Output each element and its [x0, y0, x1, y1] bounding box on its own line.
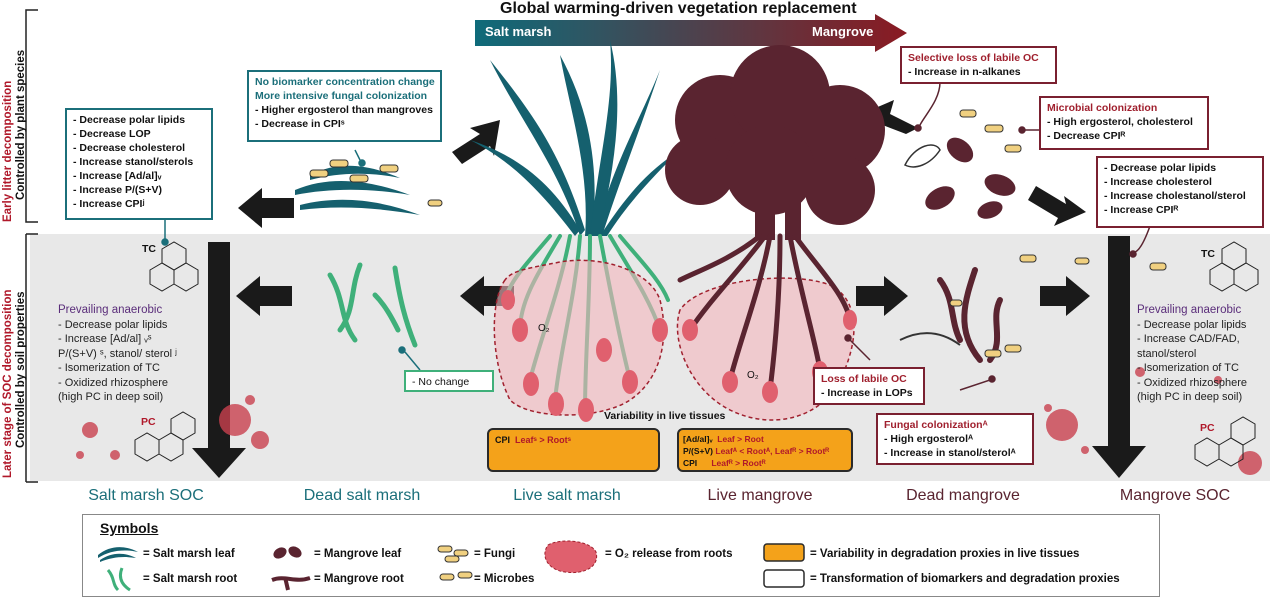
legend-o2-icon: [544, 540, 598, 574]
legend-sm-root-icon: [106, 567, 131, 592]
page-title: Global warming-driven vegetation replace…: [500, 0, 857, 17]
legend-label-o2: = O₂ release from roots: [605, 548, 733, 560]
down-arrow-right: [1092, 236, 1146, 478]
arrow-dead-leaf-left: [238, 188, 294, 228]
salt-marsh-plant: [470, 40, 680, 236]
column-label-dead-mg: Dead mangrove: [906, 487, 1020, 504]
mg-microbial-box: Microbial colonization - High ergosterol…: [1039, 96, 1209, 150]
mg-fungal-box: Fungal colonizationᴬ - High ergosterolᴬ …: [876, 413, 1034, 465]
legend-white-icon: [763, 569, 805, 588]
sm-dead-leaf-box: - Decrease polar lipids - Decrease LOP -…: [65, 108, 213, 220]
mg-selective-loss-box: Selective loss of labile OC - Increase i…: [900, 46, 1057, 84]
legend-mg-root-icon: [271, 576, 311, 591]
arrow-mg-dead-leaf-right: [1028, 186, 1086, 226]
column-label-dead-sm: Dead salt marsh: [303, 487, 421, 504]
pc-dots-left: [76, 395, 269, 460]
mangrove-roots: [677, 233, 853, 393]
side-bracket: [25, 9, 38, 483]
pc-molecule-left: [134, 411, 196, 462]
mg-leaf-litter: [925, 137, 1016, 219]
o2-label-left: O₂: [538, 323, 550, 334]
arrow-mg-dead-root-right: [1040, 276, 1090, 316]
o2-label-right: O₂: [747, 370, 759, 381]
replacement-arrow: [475, 14, 907, 52]
variability-sm-box: CPI Leafˢ > Rootˢ: [487, 428, 660, 472]
legend-microbe-icon: [439, 571, 473, 581]
mg-loss-labile-box: Loss of labile OC - Increase in LOPs: [813, 367, 925, 405]
legend-orange-icon: [763, 543, 805, 562]
arrow-sm-leaf-to-dead: [452, 120, 500, 164]
sm-leaf-litter: [295, 165, 420, 215]
legend-label-microbes: = Microbes: [474, 573, 535, 585]
sm-root-nochange-box: - No change: [404, 370, 494, 392]
symbols-title: Symbols: [100, 520, 159, 536]
variability-mg-box: [Ad/al]ᵥ Leaf > Root P/(S+V) Leafᴬ < Roo…: [677, 428, 853, 472]
legend-mg-leaf-icon: [273, 546, 302, 559]
legend-fungi-icon: [437, 545, 469, 563]
mg-leaf-outline: [903, 144, 941, 168]
microbes: [309, 109, 1167, 358]
down-arrow-left: [192, 242, 246, 478]
legend-label-mg-root: = Mangrove root: [314, 573, 404, 585]
mangrove-canopy: [665, 45, 885, 240]
sm-dead-roots: [327, 262, 418, 348]
column-label-mg-soc: Mangrove SOC: [1119, 487, 1231, 504]
arrow-label-mangrove: Mangrove: [812, 24, 874, 39]
pc-label-right: PC: [1200, 422, 1215, 434]
pc-dots-right: [1044, 367, 1262, 475]
tc-molecule-right: [1209, 241, 1259, 292]
soil-props-left: Prevailing anaerobic - Decrease polar li…: [58, 304, 177, 403]
legend-label-mg-leaf: = Mangrove leaf: [314, 548, 402, 560]
legend-label-orange: = Variability in degradation proxies in …: [810, 548, 1080, 560]
tc-label-left: TC: [142, 243, 156, 255]
pc-label-left: PC: [141, 416, 156, 428]
tc-label-right: TC: [1201, 248, 1215, 260]
mg-dead-leaf-box: - Decrease polar lipids - Increase chole…: [1096, 156, 1264, 228]
arrow-label-salt-marsh: Salt marsh: [485, 24, 552, 39]
arrow-mg-root-right: [856, 276, 908, 316]
variability-title: Variability in live tissues: [604, 410, 726, 422]
pc-molecule-right: [1194, 416, 1256, 467]
legend-label-sm-leaf: = Salt marsh leaf: [143, 548, 235, 560]
legend-label-white: = Transformation of biomarkers and degra…: [810, 573, 1120, 585]
arrow-dead-root-left: [236, 276, 292, 316]
column-label-sm-soc: Salt marsh SOC: [88, 487, 204, 504]
legend-label-sm-root: = Salt marsh root: [143, 573, 238, 585]
soil-props-right: Prevailing anaerobic - Decrease polar li…: [1137, 304, 1248, 403]
symbols-legend: [82, 514, 1160, 597]
legend-sm-leaf-icon: [98, 547, 138, 562]
column-label-live-sm: Live salt marsh: [513, 487, 621, 504]
legend-label-fungi: = Fungi: [474, 548, 516, 560]
tc-molecule-left: [149, 241, 199, 292]
sm-leaf-box: No biomarker concentration change More i…: [247, 70, 442, 142]
column-label-live-mg: Live mangrove: [707, 487, 813, 504]
